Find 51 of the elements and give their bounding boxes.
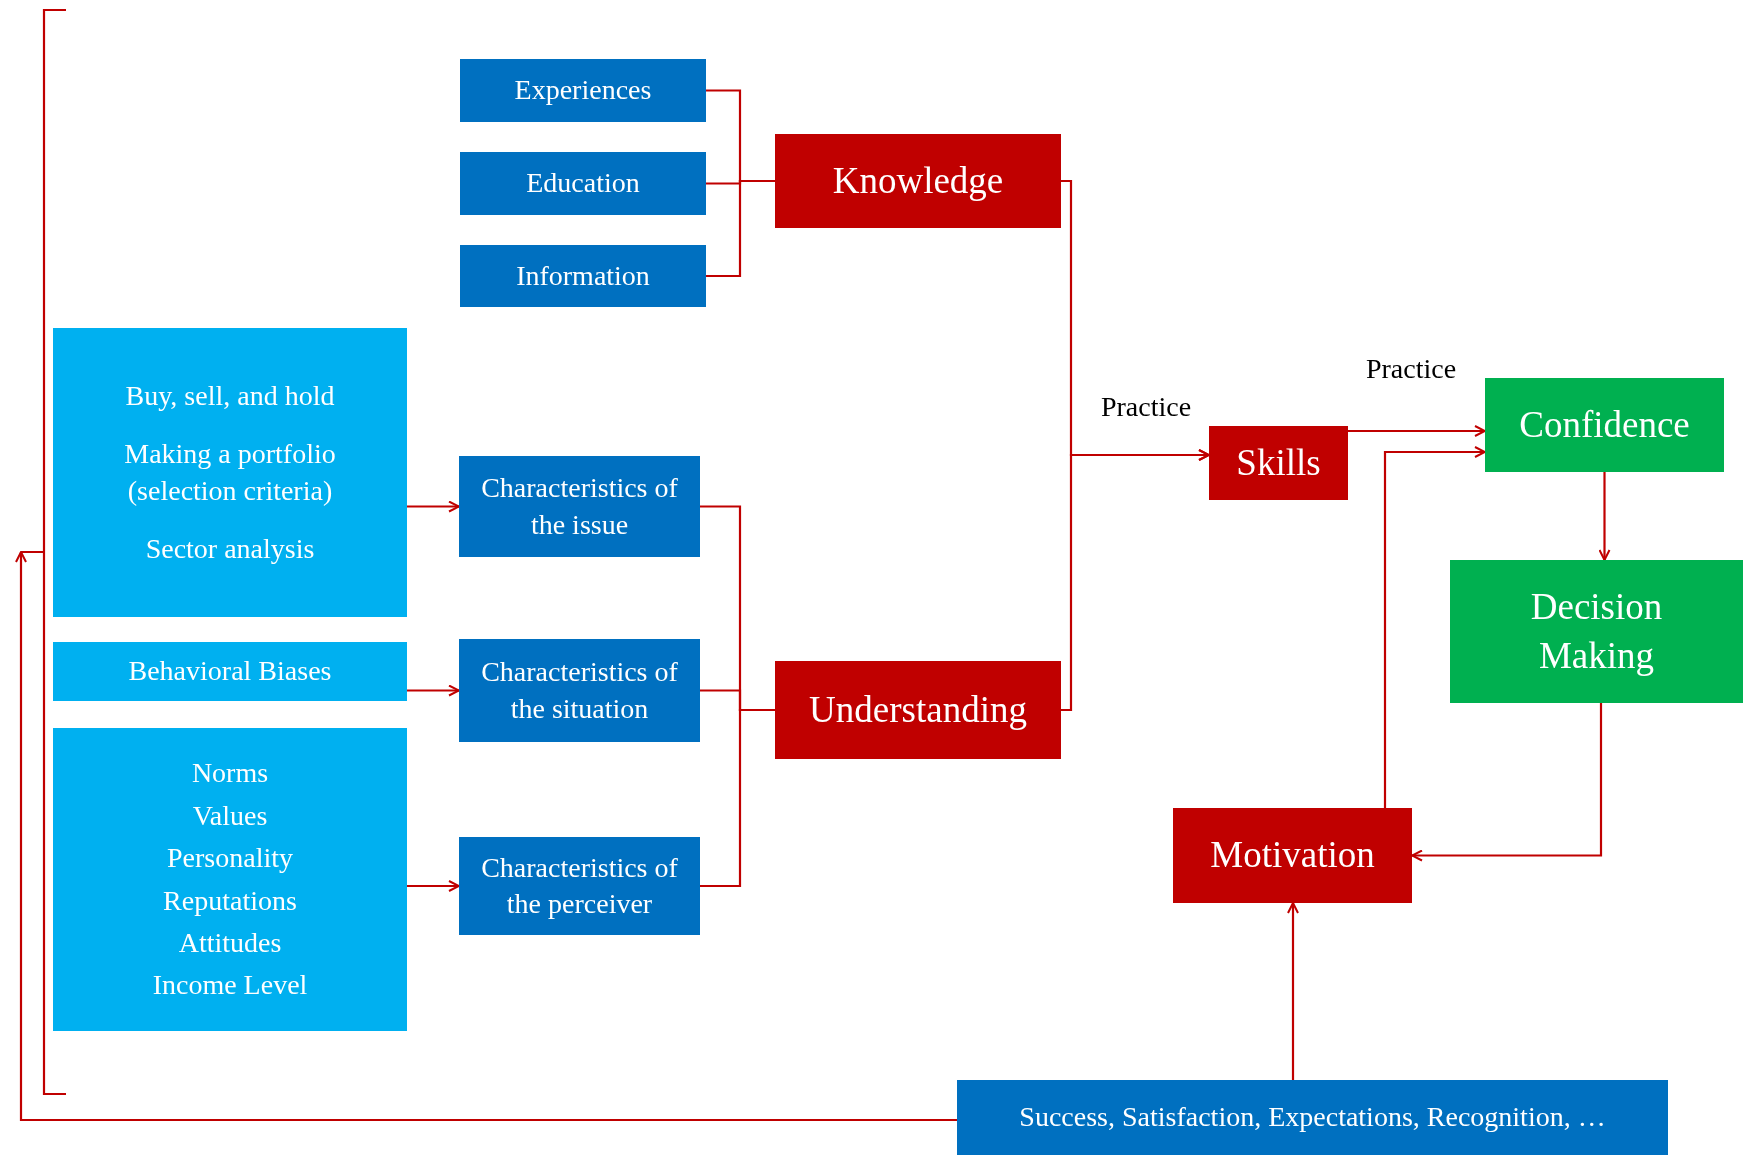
box-label: Experiences [514,73,652,108]
arrow [1287,902,1299,1080]
arrow [1598,472,1611,561]
category-box [459,837,700,935]
category-box [460,59,706,122]
box-label: Characteristics of the situation [480,655,679,726]
arrow [1348,425,1486,437]
box-label: Decision Making [1529,585,1664,678]
bracket-line [706,179,775,278]
outcome-box [1485,378,1724,472]
category-box [459,456,700,557]
box-label: Norms [191,756,269,791]
factor-box [53,328,407,617]
box-label: Attitudes [178,925,282,960]
category-box [957,1080,1668,1155]
box-label: Characteristics of the issue [480,471,679,542]
box-label: Values [192,798,268,833]
arrow [407,500,460,513]
box-label: Personality [167,841,293,876]
arrow [1061,449,1210,712]
box-label: Making a portfolio (selection criteria) [123,437,337,508]
bracket-line [700,708,775,888]
concept-box [775,134,1061,228]
factor-box [53,728,407,1031]
arrow [407,684,460,697]
arrow [1411,703,1603,862]
box-label: Understanding [809,687,1027,732]
box-label: Confidence [1519,402,1690,447]
box-label: Characteristics of the perceiver [480,850,679,921]
box-label: Income Level [152,968,308,1003]
concept-box [775,661,1061,759]
outcome-box [1450,560,1743,703]
concept-box [1209,426,1348,500]
box-label: Buy, sell, and hold [125,378,335,413]
arrow [15,551,957,1122]
arrow [407,880,460,892]
box-label: Reputations [163,883,297,918]
factor-box [53,642,407,701]
box-label: Knowledge [832,158,1004,203]
box-label: Information [516,258,650,293]
box-label: Sector analysis [145,531,315,566]
category-box [459,639,700,742]
box-label: Success, Satisfaction, Expectations, Recognition, … [1019,1100,1606,1135]
box-label: Motivation [1210,833,1375,878]
concept-box [1173,808,1412,903]
box-label: Skills [1236,440,1321,485]
box-label: Behavioral Biases [128,654,332,689]
category-box [460,152,706,215]
arrow [1383,446,1486,808]
category-box [460,245,706,307]
box-label: Education [526,166,640,201]
